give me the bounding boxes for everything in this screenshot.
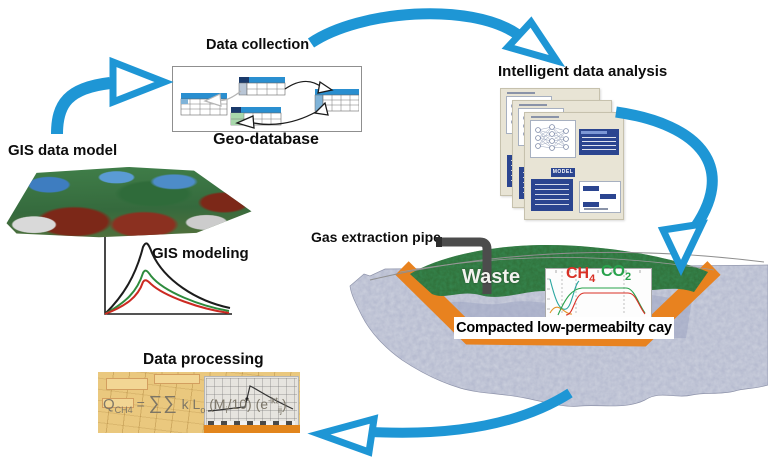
analysis-document: MODEL [524, 112, 624, 220]
label-waste: Waste [462, 266, 521, 288]
arrow-collection-to-analysis [307, 8, 566, 67]
orange-strip [204, 425, 300, 433]
equations-box [531, 179, 573, 211]
arrow-gis-to-collection [51, 56, 174, 135]
curve-black [104, 242, 231, 315]
gas-pipe [436, 237, 492, 294]
ch4-curve [565, 292, 646, 316]
caption-line [531, 116, 559, 118]
terrain-map-image [6, 166, 252, 238]
geo-table [314, 89, 359, 112]
label-intelligent-data-analysis: Intelligent data analysis [498, 63, 668, 80]
table-sync-arrow-light [203, 90, 242, 107]
geo-table [238, 77, 286, 96]
curve-green [104, 269, 230, 315]
model-label: MODEL [551, 168, 575, 177]
curve-red [104, 279, 230, 315]
geo-database-tables [180, 77, 359, 129]
label-data-processing: Data processing [143, 351, 264, 368]
result-curve [207, 385, 294, 412]
label-co2: CO2 [601, 263, 632, 284]
chart-grid [206, 378, 297, 425]
data-processing-image [98, 372, 300, 433]
label-geo-database: Geo-database [213, 131, 319, 148]
label-ch4: CH4 [566, 265, 596, 286]
form-field [106, 378, 148, 390]
cap-outline [369, 251, 765, 281]
caption-line [507, 92, 535, 94]
label-gis-data-model: GIS data model [8, 142, 118, 159]
co2-curve [557, 287, 646, 316]
n2-curve [549, 278, 580, 310]
gas-composition-chart [545, 268, 652, 320]
form-field [102, 398, 134, 408]
geo-database-box [172, 66, 362, 132]
label-gas-extraction-pipe: Gas extraction pipe [311, 229, 441, 245]
chart-legend-strip [208, 421, 295, 425]
table-sync-arrow [235, 80, 334, 129]
neural-network-diagram [530, 120, 576, 158]
caption-line [519, 104, 547, 106]
form-field [154, 374, 200, 384]
label-compacted-clay: Compacted low-permeabilty cay [454, 317, 674, 339]
gis-modeling-chart [104, 237, 232, 315]
result-chart-panel [204, 376, 299, 427]
parameters-box [579, 129, 619, 155]
label-data-collection: Data collection [206, 37, 310, 53]
ch4-formula: QCH4 = ∑∑ k Lo (Mi/10) (e-ktij) [103, 393, 287, 415]
flow-diagram [579, 181, 621, 213]
label-gis-modeling: GIS modeling [152, 245, 249, 262]
